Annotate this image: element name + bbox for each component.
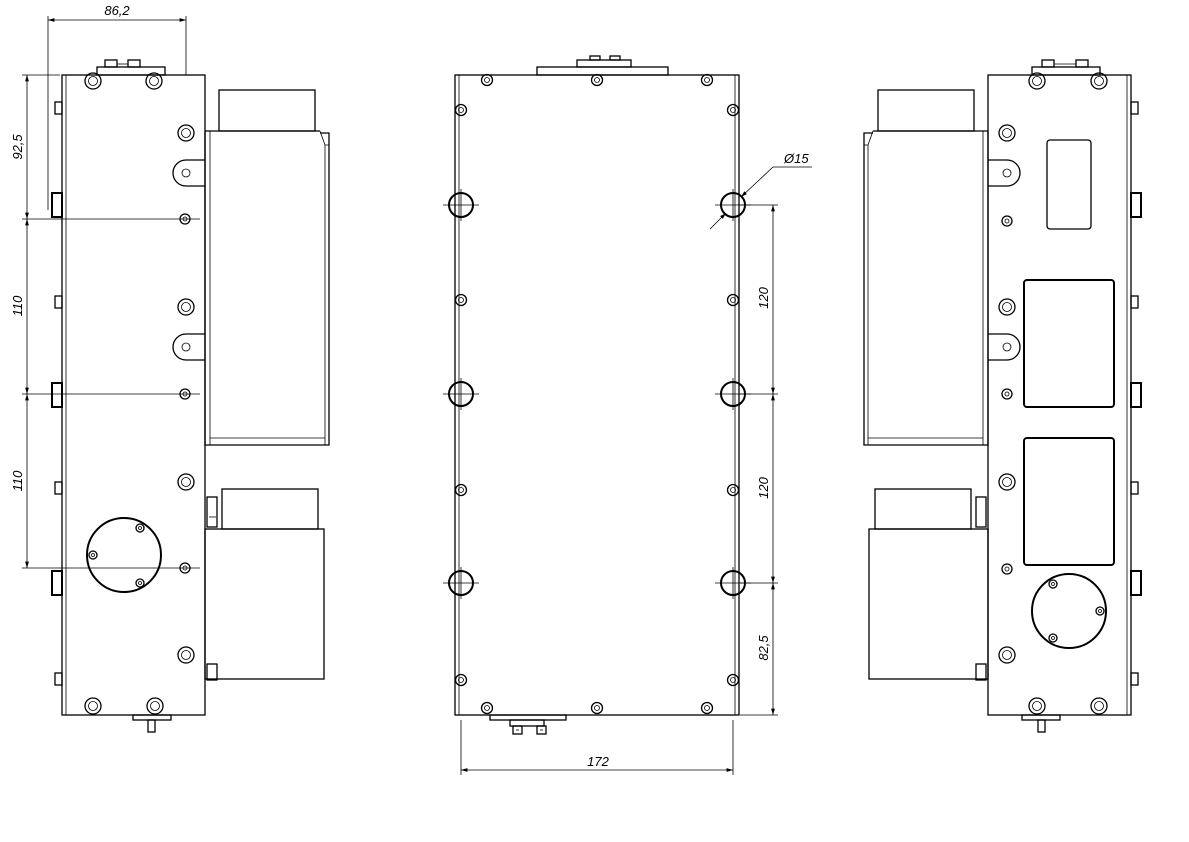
front-diameter-leader — [709, 166, 812, 230]
right-label-windows — [1023, 139, 1115, 566]
left-bottom-connector — [132, 714, 172, 733]
front-mount-holes — [443, 189, 751, 599]
left-round-cover — [86, 517, 162, 593]
nameplate-window-lower — [1023, 437, 1115, 566]
dim-offset-bottom: 82,5 — [756, 635, 771, 661]
dim-spacing-1: 120 — [756, 286, 771, 308]
front-small-screws — [454, 73, 740, 715]
right-bottom-connector — [1021, 714, 1061, 733]
dim-pitch-1: 110 — [10, 295, 25, 316]
left-plate-screws — [84, 72, 195, 715]
left-top-connector — [96, 59, 166, 76]
right-side-view — [863, 59, 1142, 733]
dim-hole-diameter: Ø15 — [783, 151, 809, 166]
right-edge-tabs — [1130, 101, 1142, 686]
nameplate-window-upper — [1023, 279, 1115, 408]
left-dimension-lines — [25, 18, 186, 568]
left-side-hooks — [172, 159, 205, 361]
right-top-connector — [1031, 59, 1101, 76]
left-extension-lines — [22, 16, 200, 569]
right-lower-box — [868, 450, 989, 715]
dim-spacing-2: 120 — [756, 476, 771, 498]
dim-pitch-2: 110 — [10, 470, 25, 491]
left-edge-tabs — [51, 101, 63, 686]
front-dimension-lines — [461, 205, 775, 772]
dim-width-bottom: 172 — [587, 754, 609, 769]
nameplate-window-small — [1046, 139, 1092, 230]
front-main-plate — [454, 74, 740, 716]
right-round-cover — [1031, 573, 1107, 649]
right-plate-screws — [998, 72, 1108, 715]
dim-width-top: 86,2 — [104, 3, 130, 18]
front-bottom-connector — [489, 714, 567, 735]
left-side-view: 86,2 92,5 110 110 — [10, 3, 330, 733]
dim-offset-top: 92,5 — [10, 134, 25, 160]
front-top-connector — [536, 55, 669, 76]
left-mount-holes — [179, 213, 191, 574]
front-view: Ø15 120 120 82,5 172 — [443, 55, 812, 775]
left-lower-box — [204, 450, 325, 715]
right-side-hooks — [988, 159, 1021, 361]
left-upper-box — [204, 89, 330, 446]
right-upper-box — [863, 89, 989, 446]
right-main-plate — [987, 74, 1132, 716]
